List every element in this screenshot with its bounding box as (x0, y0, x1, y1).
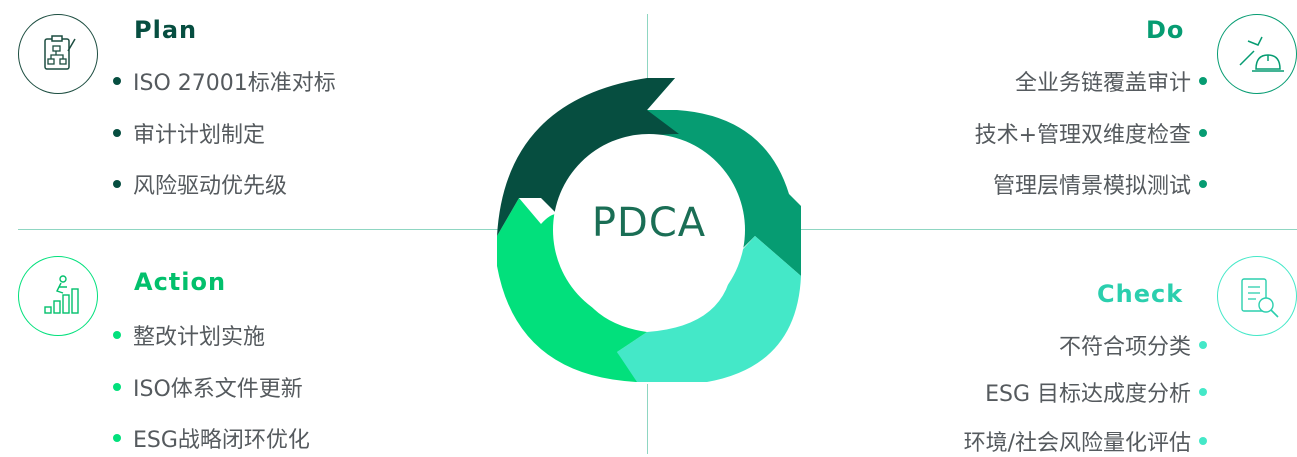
do-title: Do (1146, 16, 1185, 44)
plan-bullet (113, 77, 121, 85)
plan-icon-badge (18, 14, 98, 94)
pdca-cycle (497, 78, 801, 382)
do-item: 管理层情景模拟测试 (992, 174, 1191, 199)
plan-item: ISO 27001标准对标 (133, 71, 336, 96)
clipboard-flowchart-icon (44, 35, 76, 70)
do-bullet (1199, 77, 1207, 85)
action-bullet (113, 383, 121, 391)
check-bullet (1199, 437, 1207, 445)
check-item: 不符合项分类 (1058, 335, 1191, 360)
do-icon-badge (1217, 14, 1297, 94)
divider-horizontal-left (18, 229, 498, 230)
check-item: ESG 目标达成度分析 (985, 382, 1191, 407)
action-bullet (113, 434, 121, 442)
action-item: ISO体系文件更新 (133, 377, 303, 402)
check-icon-badge (1217, 256, 1297, 336)
check-item: 环境/社会风险量化评估 (963, 431, 1191, 456)
tools-hardhat-icon (1239, 36, 1284, 72)
cycle-center-label: PDCA (591, 200, 707, 246)
plan-bullet (113, 180, 121, 188)
divider-horizontal-right (800, 229, 1297, 230)
action-title: Action (134, 268, 227, 296)
cycle-hub (553, 134, 745, 326)
check-bullet (1199, 341, 1207, 349)
cycle-segment-action (497, 198, 647, 382)
do-bullet (1199, 180, 1207, 188)
plan-bullet (113, 129, 121, 137)
growth-chart-runner-icon (44, 275, 79, 314)
action-icon-badge (18, 256, 98, 336)
plan-title: Plan (134, 16, 198, 44)
divider-vertical-bottom (647, 384, 648, 454)
cycle-segment-check (617, 236, 801, 382)
do-item: 技术+管理双维度检查 (974, 123, 1191, 148)
action-item: 整改计划实施 (133, 325, 266, 350)
do-bullet (1199, 129, 1207, 137)
do-item: 全业务链覆盖审计 (1014, 71, 1191, 96)
check-title: Check (1097, 280, 1184, 308)
checklist-magnifier-icon (1241, 278, 1279, 318)
plan-item: 风险驱动优先级 (133, 174, 288, 199)
action-item: ESG战略闭环优化 (133, 428, 310, 453)
action-bullet (113, 331, 121, 339)
divider-vertical-top (647, 14, 648, 86)
check-bullet (1199, 388, 1207, 396)
plan-item: 审计计划制定 (133, 123, 266, 148)
